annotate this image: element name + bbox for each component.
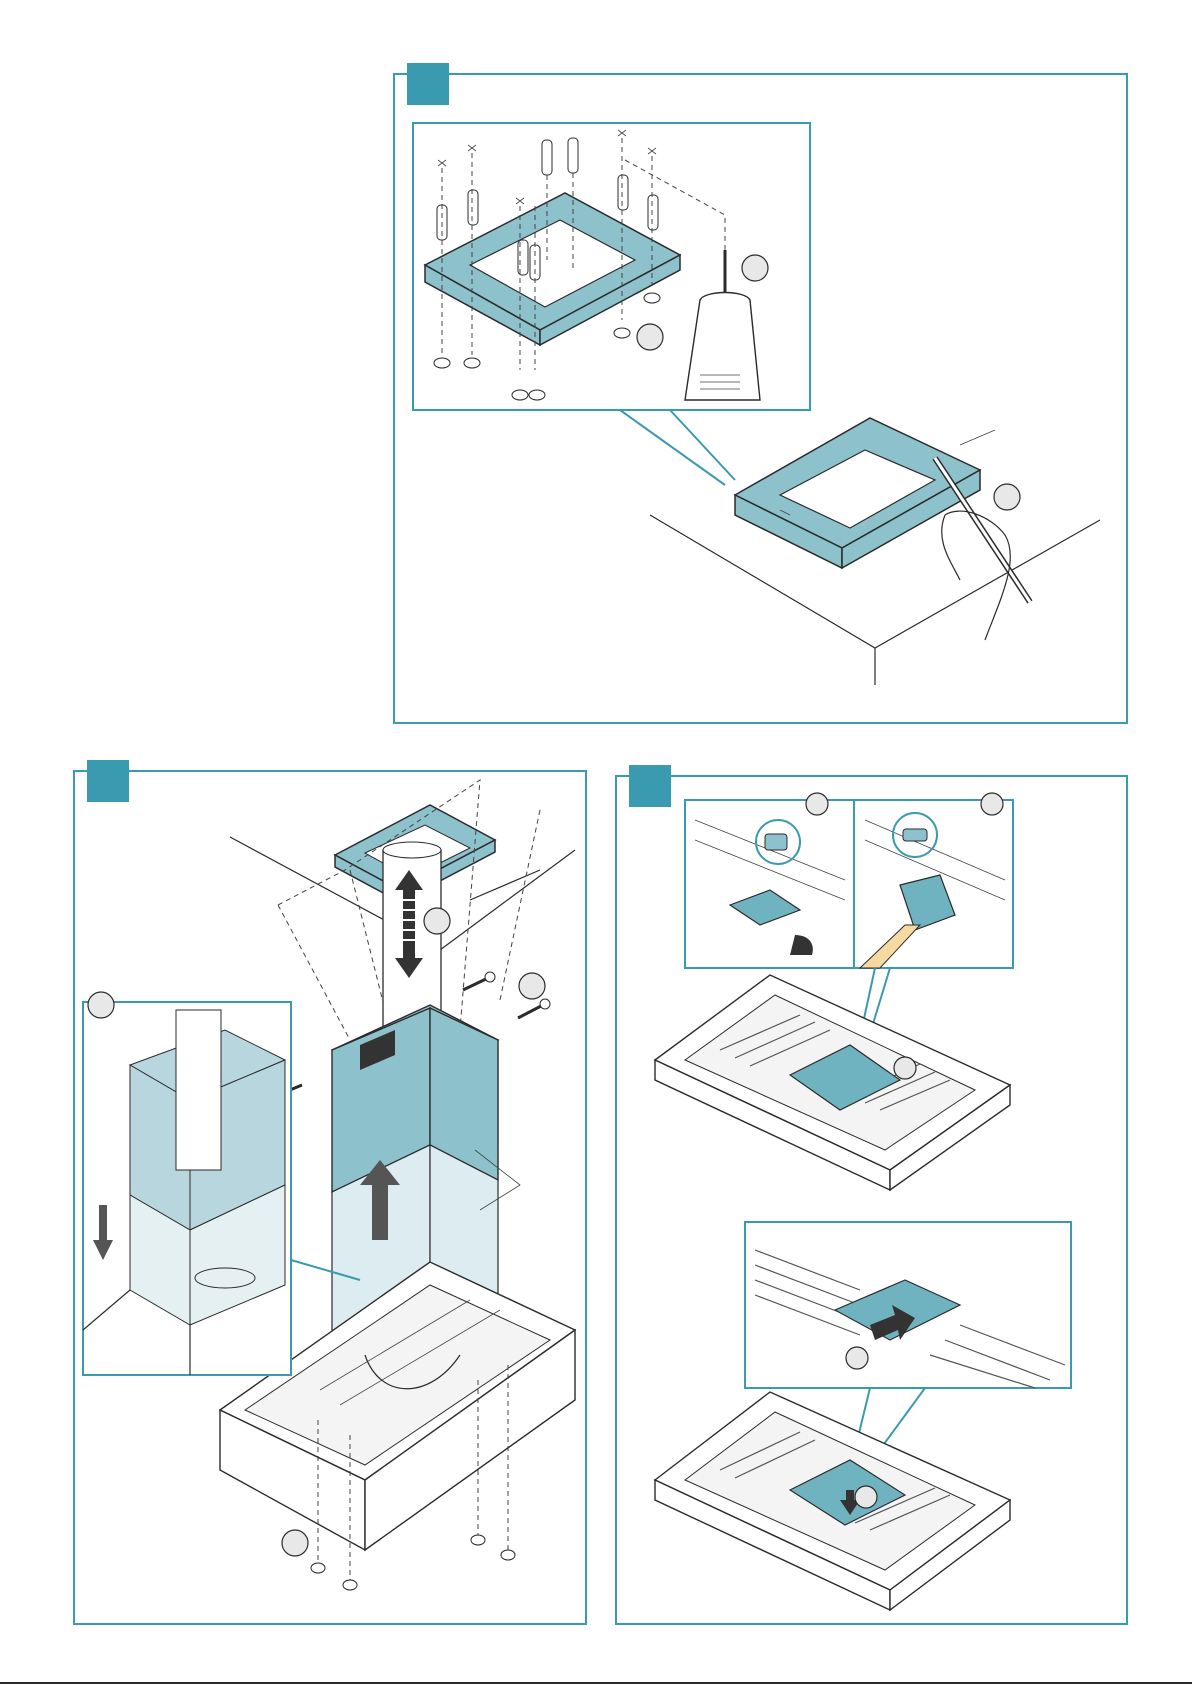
hood-underside-top [655,975,1010,1190]
step-marker [424,908,450,934]
step-marker [894,1057,916,1079]
step-marker [806,793,828,815]
step-marker [282,1530,308,1556]
step-marker [981,793,1003,815]
detail-inset [685,800,1013,968]
step-marker [855,1486,877,1508]
step-marker [637,324,663,350]
callout-lines [620,410,735,485]
hood-underside-bottom [655,1392,1010,1610]
step-marker [994,484,1020,510]
step-marker [742,255,768,281]
step-marker [519,973,545,999]
duct-opening [383,842,441,858]
step-marker [88,992,114,1018]
step-marker [846,1347,868,1369]
